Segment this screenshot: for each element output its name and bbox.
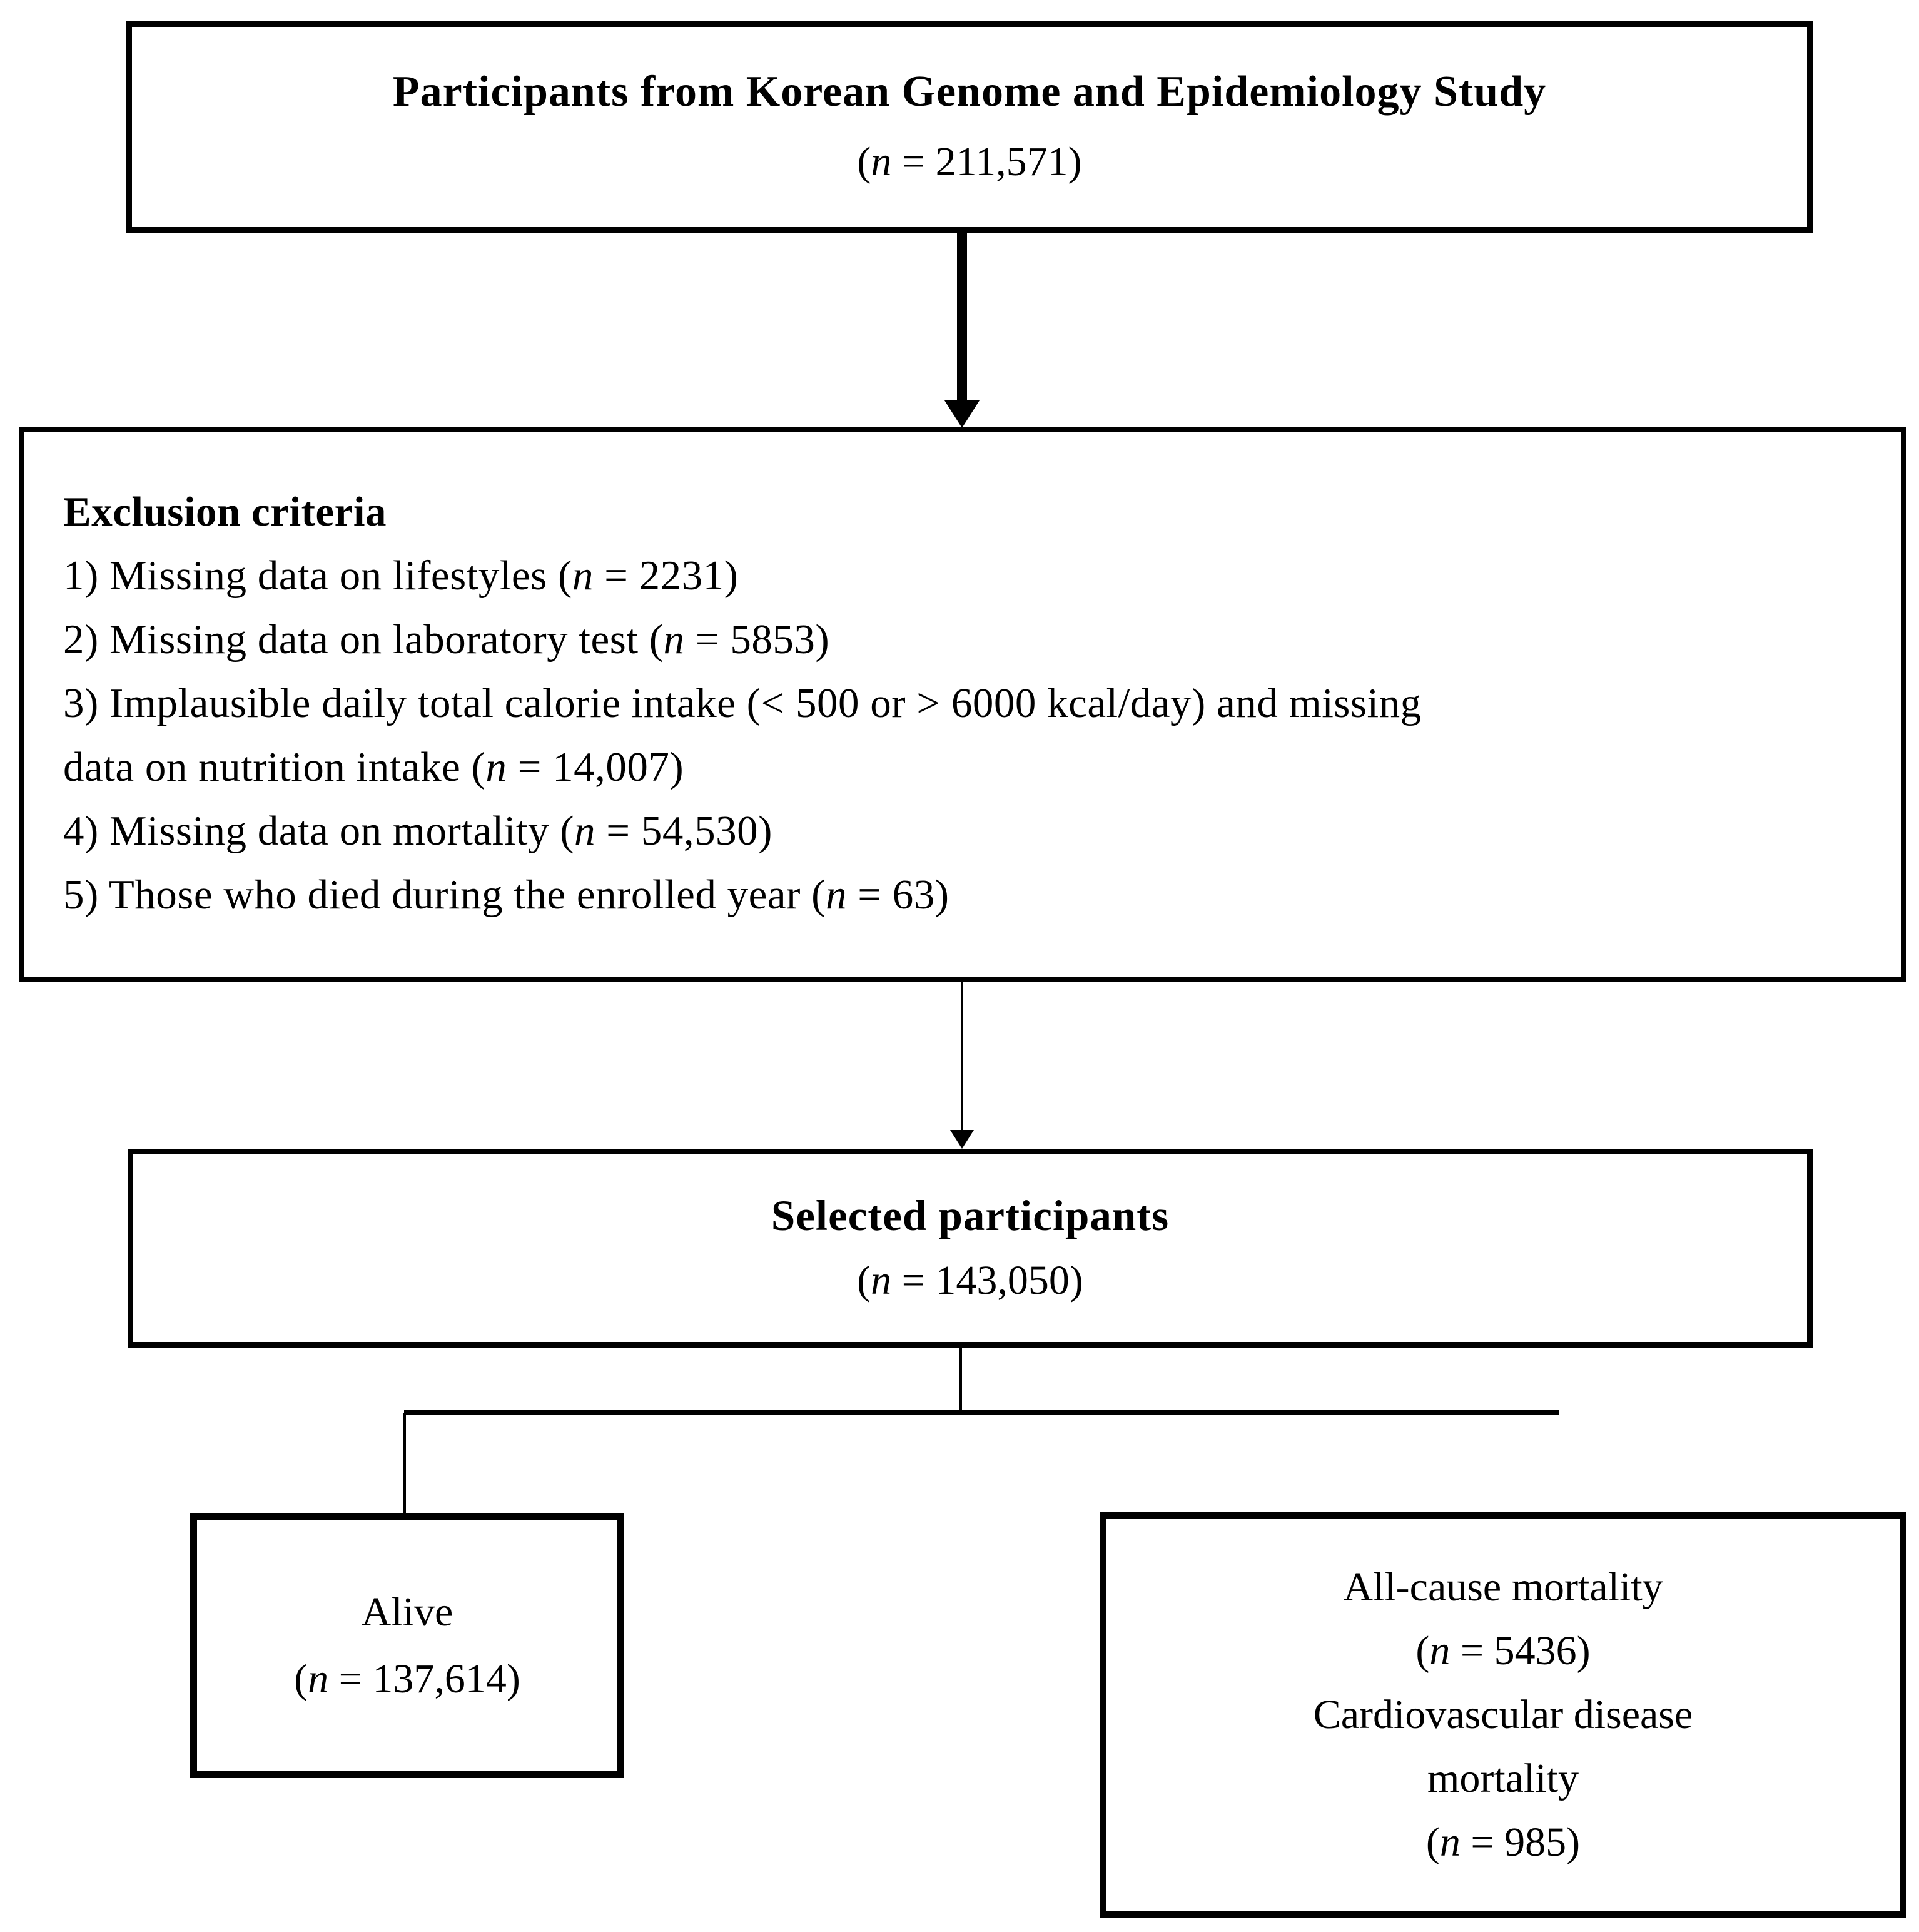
all-cause-mortality-label: All-cause mortality [1343, 1564, 1663, 1610]
exclusion-item-5: 5) Those who died during the enrolled ye… [63, 872, 949, 918]
participants-source-box: Participants from Korean Genome and Epid… [126, 21, 1813, 233]
thin-down-arrow-icon [950, 1130, 974, 1149]
alive-label: Alive [361, 1589, 453, 1635]
thick-down-arrow-shaft [957, 233, 967, 402]
thin-down-arrow-shaft [961, 982, 963, 1131]
all-cause-mortality-n: (n = 5436) [1415, 1628, 1591, 1674]
connector-horizontal-line [404, 1410, 1559, 1415]
exclusion-criteria-box: Exclusion criteria 1) Missing data on li… [19, 427, 1906, 982]
cvd-mortality-label-line1: Cardiovascular disease [1313, 1692, 1693, 1737]
participants-source-title: Participants from Korean Genome and Epid… [392, 68, 1547, 116]
exclusion-item-1: 1) Missing data on lifestyles (n = 2231) [63, 552, 739, 599]
selected-participants-n: (n = 143,050) [857, 1258, 1083, 1303]
exclusion-item-3: 3) Implausible daily total calorie intak… [63, 680, 1422, 726]
connector-left-drop-line [403, 1413, 406, 1514]
selected-participants-title: Selected participants [771, 1192, 1170, 1239]
alive-n: (n = 137,614) [294, 1656, 520, 1702]
exclusion-item-4: 4) Missing data on mortality (n = 54,530… [63, 808, 772, 854]
exclusion-item-3-continued: data on nutrition intake (n = 14,007) [63, 744, 684, 790]
cvd-mortality-label-line2: mortality [1427, 1756, 1579, 1801]
participants-source-n: (n = 211,571) [857, 139, 1082, 185]
exclusion-item-2: 2) Missing data on laboratory test (n = … [63, 616, 830, 663]
exclusion-criteria-heading: Exclusion criteria [63, 489, 387, 535]
mortality-outcome-box: All-cause mortality (n = 5436) Cardiovas… [1100, 1512, 1906, 1918]
thick-down-arrow-icon [944, 400, 980, 428]
cvd-mortality-n: (n = 985) [1425, 1819, 1581, 1865]
connector-stem-line [959, 1348, 962, 1414]
selected-participants-box: Selected participants (n = 143,050) [128, 1149, 1813, 1348]
alive-outcome-box: Alive (n = 137,614) [190, 1513, 624, 1778]
